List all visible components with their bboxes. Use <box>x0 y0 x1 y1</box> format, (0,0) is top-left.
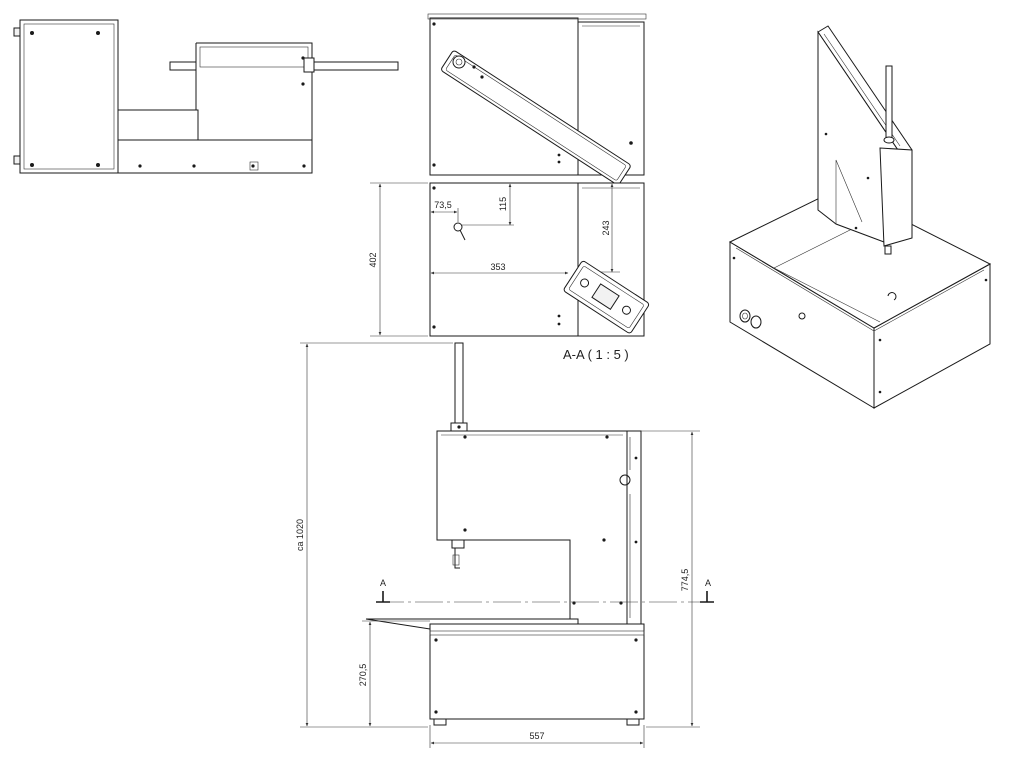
top-view <box>13 19 399 174</box>
section-marker-right: A <box>705 578 711 588</box>
dim-557: 557 <box>529 731 544 741</box>
dim-774-5: 774,5 <box>680 569 690 592</box>
dim-115: 115 <box>498 197 508 211</box>
side-view <box>427 13 647 185</box>
dimension-labels: 557 774,5 ca 1020 270,5 402 353 243 115 … <box>295 197 711 741</box>
section-caption: A-A ( 1 : 5 ) <box>563 347 629 362</box>
dim-243: 243 <box>601 220 611 235</box>
dim-353: 353 <box>490 262 505 272</box>
dim-ca-1020: ca 1020 <box>295 519 305 551</box>
dim-73-5: 73,5 <box>434 200 452 210</box>
isometric-view <box>728 25 992 409</box>
section-marker-left: A <box>380 578 386 588</box>
dim-402: 402 <box>368 252 378 267</box>
section-a-a <box>370 182 650 337</box>
front-view <box>300 342 714 748</box>
dim-270-5: 270,5 <box>358 664 368 687</box>
